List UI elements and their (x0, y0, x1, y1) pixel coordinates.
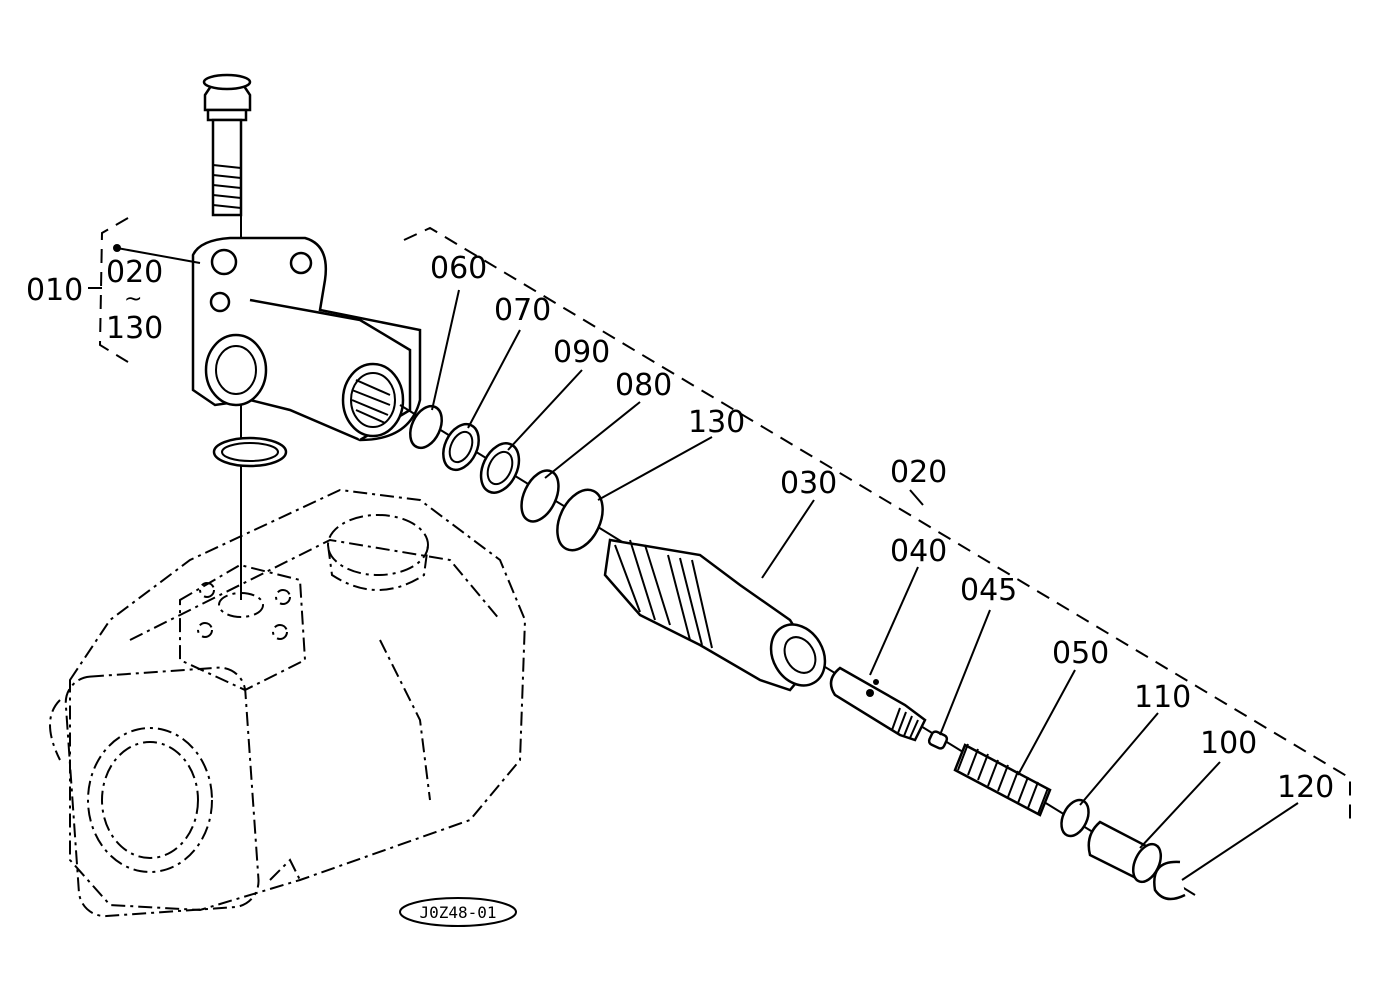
pump-housing (49, 488, 527, 918)
valve-block (191, 236, 422, 442)
part-050-spring (953, 743, 1052, 817)
callout-060: 060 (430, 251, 487, 286)
drawing-code-badge: J0Z48-01 (399, 897, 517, 927)
callout-130: 130 (688, 405, 745, 440)
mounting-bolt (202, 73, 252, 217)
part-090-backup-ring (479, 442, 521, 494)
callout-130-range-end: 130 (106, 311, 163, 346)
leader-lines (431, 289, 1299, 881)
assembly-group-outline (403, 226, 1351, 820)
callout-030: 030 (780, 466, 837, 501)
callout-range-separator: ~ (124, 287, 142, 312)
callout-050: 050 (1052, 636, 1109, 671)
callout-010: 010 (26, 273, 83, 308)
callout-040: 040 (890, 534, 947, 569)
part-040-spool (829, 666, 927, 742)
part-100-plug (1087, 820, 1163, 884)
part-030-valve-cartridge (603, 538, 827, 692)
callout-120: 120 (1277, 770, 1334, 805)
callout-045: 045 (960, 573, 1017, 608)
range-bracket (88, 217, 201, 363)
callout-020: 020 (890, 455, 947, 490)
block-o-ring (212, 436, 288, 468)
part-060-o-ring (409, 404, 443, 450)
callout-070: 070 (494, 293, 551, 328)
callout-080: 080 (615, 368, 672, 403)
part-130-o-ring (556, 488, 604, 552)
part-110-o-ring (1060, 798, 1090, 838)
part-080-o-ring (520, 469, 560, 523)
callout-090: 090 (553, 335, 610, 370)
drawing-code: J0Z48-01 (419, 903, 496, 922)
callout-110: 110 (1134, 680, 1191, 715)
callout-020-range-start: 020 (106, 255, 163, 290)
part-120-snap-ring (1153, 860, 1186, 901)
callout-100: 100 (1200, 726, 1257, 761)
part-070-backup-ring (442, 422, 480, 472)
